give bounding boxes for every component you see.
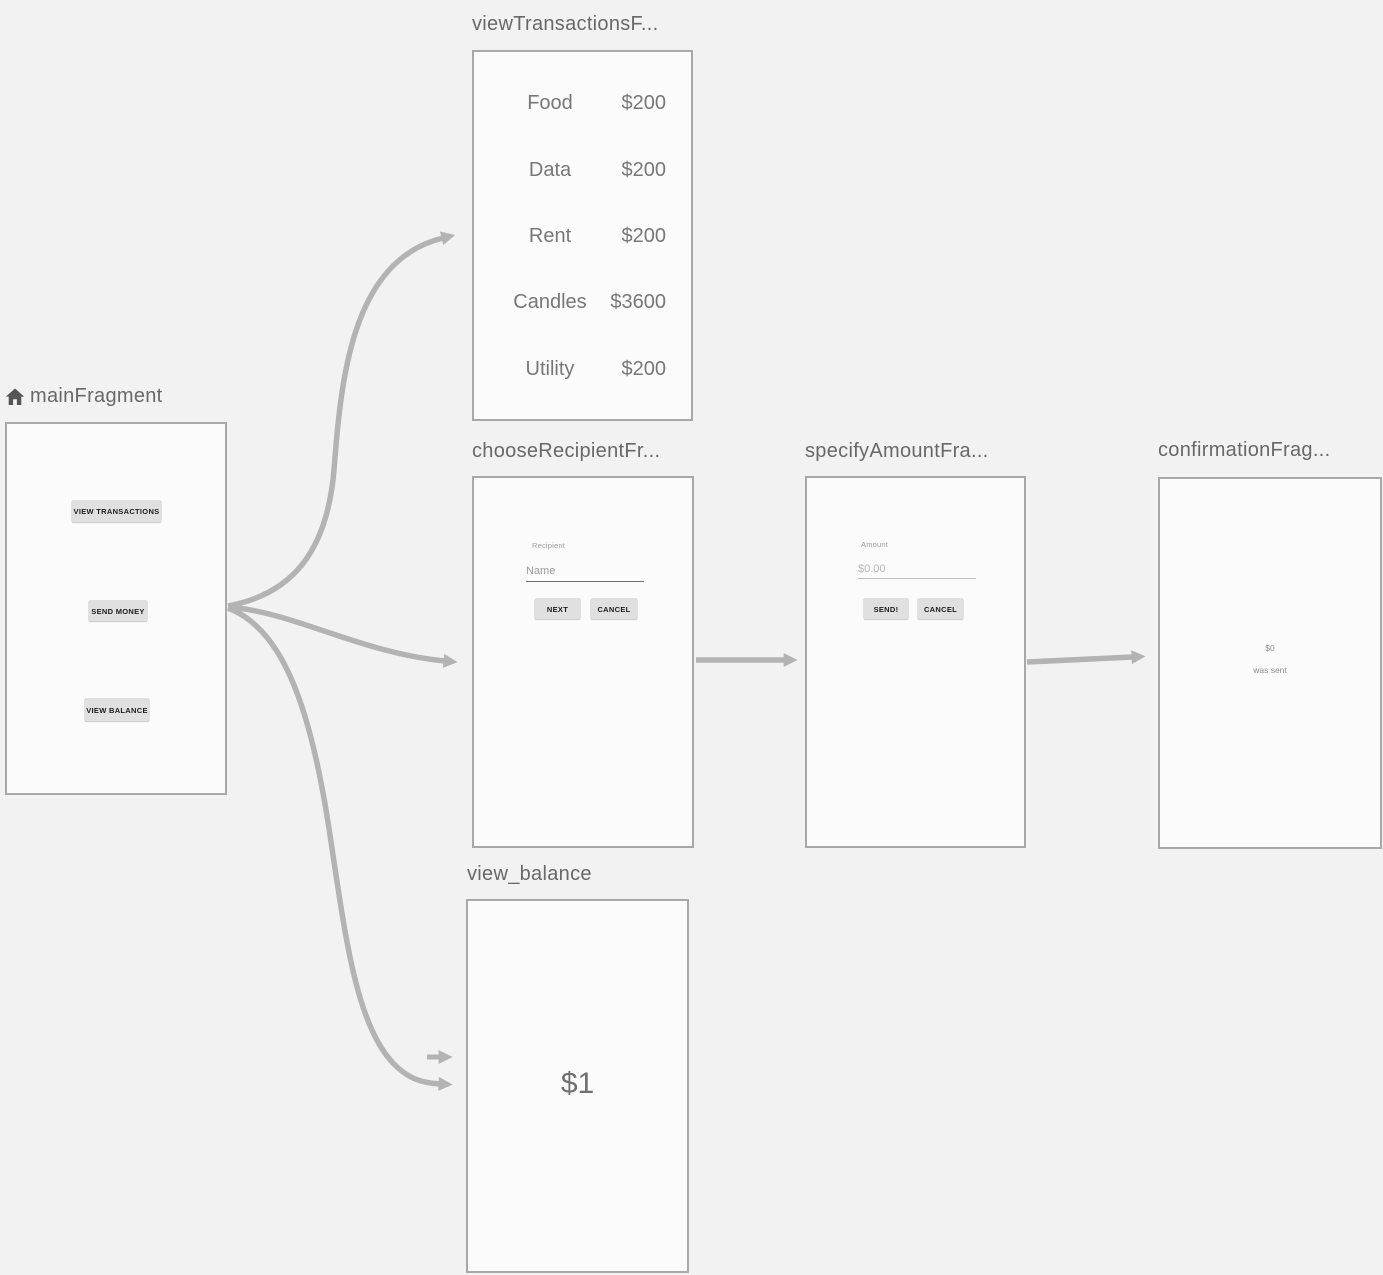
transaction-row: Candles $3600 [474,291,691,319]
fragment-view-transactions[interactable]: Food $200 Data $200 Rent $200 Candles $3… [472,50,693,421]
transaction-label: Candles [513,291,587,313]
input-underline [526,581,644,582]
transaction-amount: $200 [621,358,667,380]
fragment-title-main: mainFragment [5,385,163,408]
fragment-title-label: confirmationFrag... [1158,439,1331,461]
confirmation-amount: $0 [1265,643,1275,653]
cancel-button: CANCEL [591,599,637,619]
transaction-row: Food $200 [474,92,691,120]
fragment-choose-recipient[interactable]: Recipient Name NEXT CANCEL [472,476,694,848]
view-balance-button: VIEW BALANCE [85,699,149,721]
transaction-label: Food [527,92,573,114]
transaction-row: Utility $200 [474,358,691,386]
transaction-amount: $200 [621,92,667,114]
fragment-title-specify-amount: specifyAmountFra... [805,440,989,463]
transaction-row: Data $200 [474,159,691,187]
fragment-title-view-balance: view_balance [467,863,592,886]
view-transactions-button: VIEW TRANSACTIONS [72,501,161,522]
action-specify-amount-to-confirmation[interactable] [1026,650,1146,665]
fragment-title-label: mainFragment [30,385,163,407]
transaction-amount: $200 [621,225,667,247]
fragment-title-confirmation: confirmationFrag... [1158,439,1330,462]
next-button: NEXT [535,599,580,619]
fragment-title-label: viewTransactionsF... [472,13,659,35]
fragment-title-view-transactions: viewTransactionsF... [472,13,658,36]
fragment-title-label: chooseRecipientFr... [472,440,661,462]
fragment-main[interactable]: VIEW TRANSACTIONS SEND MONEY VIEW BALANC… [5,422,227,795]
balance-value: $1 [560,1067,595,1100]
transaction-amount: $3600 [610,291,666,313]
transaction-amount: $200 [621,159,667,181]
action-main-to-view-transactions[interactable] [227,231,456,609]
cancel-button: CANCEL [918,599,963,619]
confirmation-caption: was sent [1253,665,1287,675]
recipient-field-label: Recipient [532,541,566,550]
amount-field-label: Amount [861,540,889,549]
amount-input: $0.00 [858,563,886,575]
fragment-confirmation[interactable]: $0 was sent [1158,477,1382,849]
fragment-title-label: view_balance [467,863,592,885]
transaction-label: Rent [528,225,572,247]
action-main-to-view-balance[interactable] [227,605,453,1091]
send-money-button: SEND MONEY [89,601,147,621]
fragment-title-label: specifyAmountFra... [805,440,989,462]
input-underline [858,578,976,579]
transaction-label: Utility [525,358,575,380]
send-button: SEND! [864,599,908,619]
transaction-row: Rent $200 [474,225,691,253]
fragment-title-choose-recipient: chooseRecipientFr... [472,440,660,463]
transaction-label: Data [528,159,572,181]
action-main-to-choose-recipient[interactable] [227,604,458,668]
fragment-specify-amount[interactable]: Amount $0.00 SEND! CANCEL [805,476,1026,848]
fragment-view-balance[interactable]: $1 [466,899,689,1273]
recipient-name-input: Name [526,565,556,577]
home-icon [5,388,25,405]
